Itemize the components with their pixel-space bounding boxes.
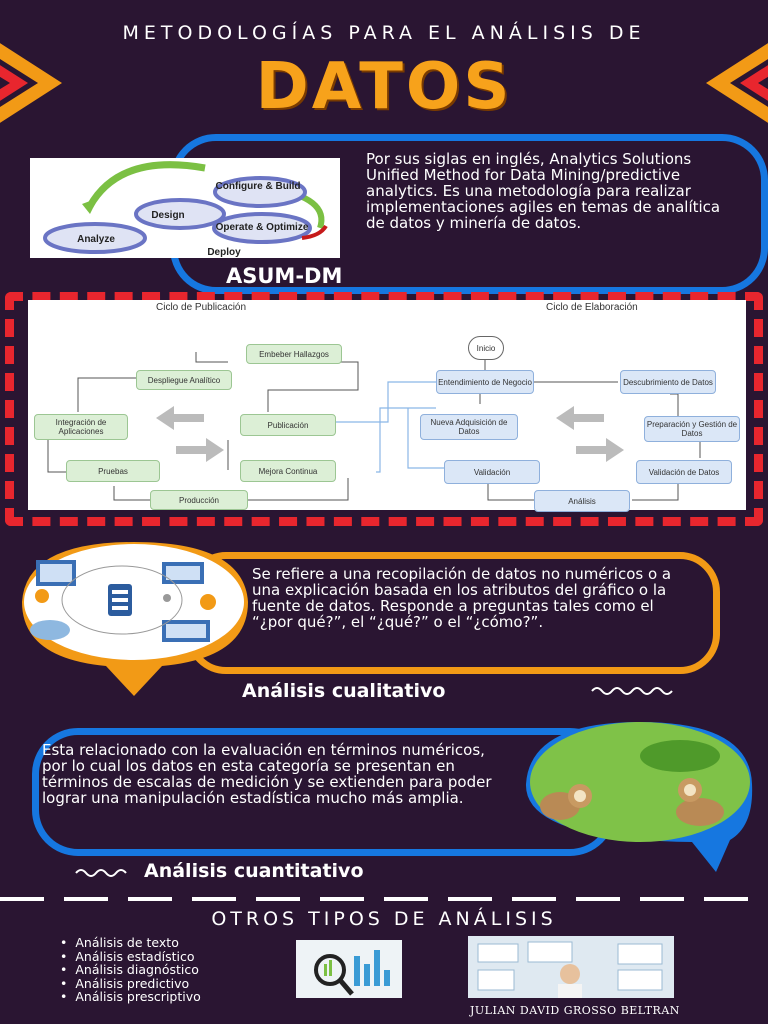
cycle-configure-label: Configure & Build (216, 181, 301, 192)
node-nueva: Nueva Adquisición de Datos (420, 414, 518, 440)
cycle-design-label: Design (151, 210, 184, 221)
cuantitativo-label: Análisis cuantitativo (144, 860, 364, 882)
flow-diagram: Ciclo de Publicación Ciclo de Elaboració… (28, 300, 746, 512)
node-validacion-datos: Validación de Datos (636, 460, 732, 484)
analytics-dashboard-image (468, 936, 674, 998)
node-descubrimiento: Descubrimiento de Datos (620, 370, 716, 394)
asum-cycle-image: Configure & Build Design Operate & Optim… (30, 158, 340, 258)
node-integracion: Integración de Aplicaciones (34, 414, 128, 440)
list-item: Análisis estadístico (60, 949, 201, 964)
cualitativo-pin-image (22, 542, 248, 696)
magnifier-chart-image (296, 940, 402, 998)
node-inicio: Inicio (468, 336, 504, 360)
cuantitativo-text: Esta relacionado con la evaluación en té… (42, 741, 492, 807)
node-pruebas: Pruebas (66, 460, 160, 482)
wave-decoration (591, 687, 673, 695)
cualitativo-text: Se refiere a una recopilación de datos n… (252, 565, 672, 631)
cualitativo-label: Análisis cualitativo (242, 680, 446, 702)
cycle-deploy-label: Deploy (207, 247, 241, 258)
cuantitativo-frame (32, 728, 616, 856)
otros-list: Análisis de texto Análisis estadístico A… (60, 936, 201, 1004)
cycle-analyze-label: Analyze (77, 234, 115, 245)
wave-decoration-2 (75, 869, 127, 877)
node-embeber: Embeber Hallazgos (246, 344, 342, 364)
node-produccion: Producción (150, 490, 248, 510)
node-preparacion: Preparación y Gestión de Datos (644, 416, 740, 442)
node-entendimiento: Entendimiento de Negocio (436, 370, 534, 394)
cuantitativo-pin-image (525, 722, 753, 872)
cualitativo-frame (186, 552, 720, 674)
cycle-operate-label: Operate & Optimize (216, 222, 309, 233)
header-subtitle: METODOLOGÍAS PARA EL ANÁLISIS DE (122, 22, 646, 44)
list-item: Análisis de texto (60, 936, 201, 950)
author-name: JULIAN DAVID GROSSO BELTRAN (470, 1004, 680, 1017)
list-item: Análisis diagnóstico (60, 963, 201, 977)
node-publicacion: Publicación (240, 414, 336, 436)
asum-description: Por sus siglas en inglés, Analytics Solu… (366, 150, 721, 232)
node-validacion: Validación (444, 460, 540, 484)
left-chevron-decoration (0, 43, 62, 123)
flow-right-title: Ciclo de Elaboración (546, 302, 638, 313)
node-despliegue: Despliegue Analítico (136, 370, 232, 390)
asum-label: ASUM-DM (226, 264, 343, 288)
right-chevron-decoration (706, 43, 768, 123)
header-title: DATOS (255, 50, 513, 124)
list-item: Análisis predictivo (60, 976, 201, 991)
node-mejora: Mejora Continua (240, 460, 336, 482)
section-divider (0, 897, 768, 901)
node-analisis: Análisis (534, 490, 630, 512)
list-item: Análisis prescriptivo (60, 990, 200, 1004)
flow-left-title: Ciclo de Publicación (156, 302, 247, 313)
flow-frame (5, 292, 763, 526)
otros-title: OTROS TIPOS DE ANÁLISIS (211, 908, 557, 930)
